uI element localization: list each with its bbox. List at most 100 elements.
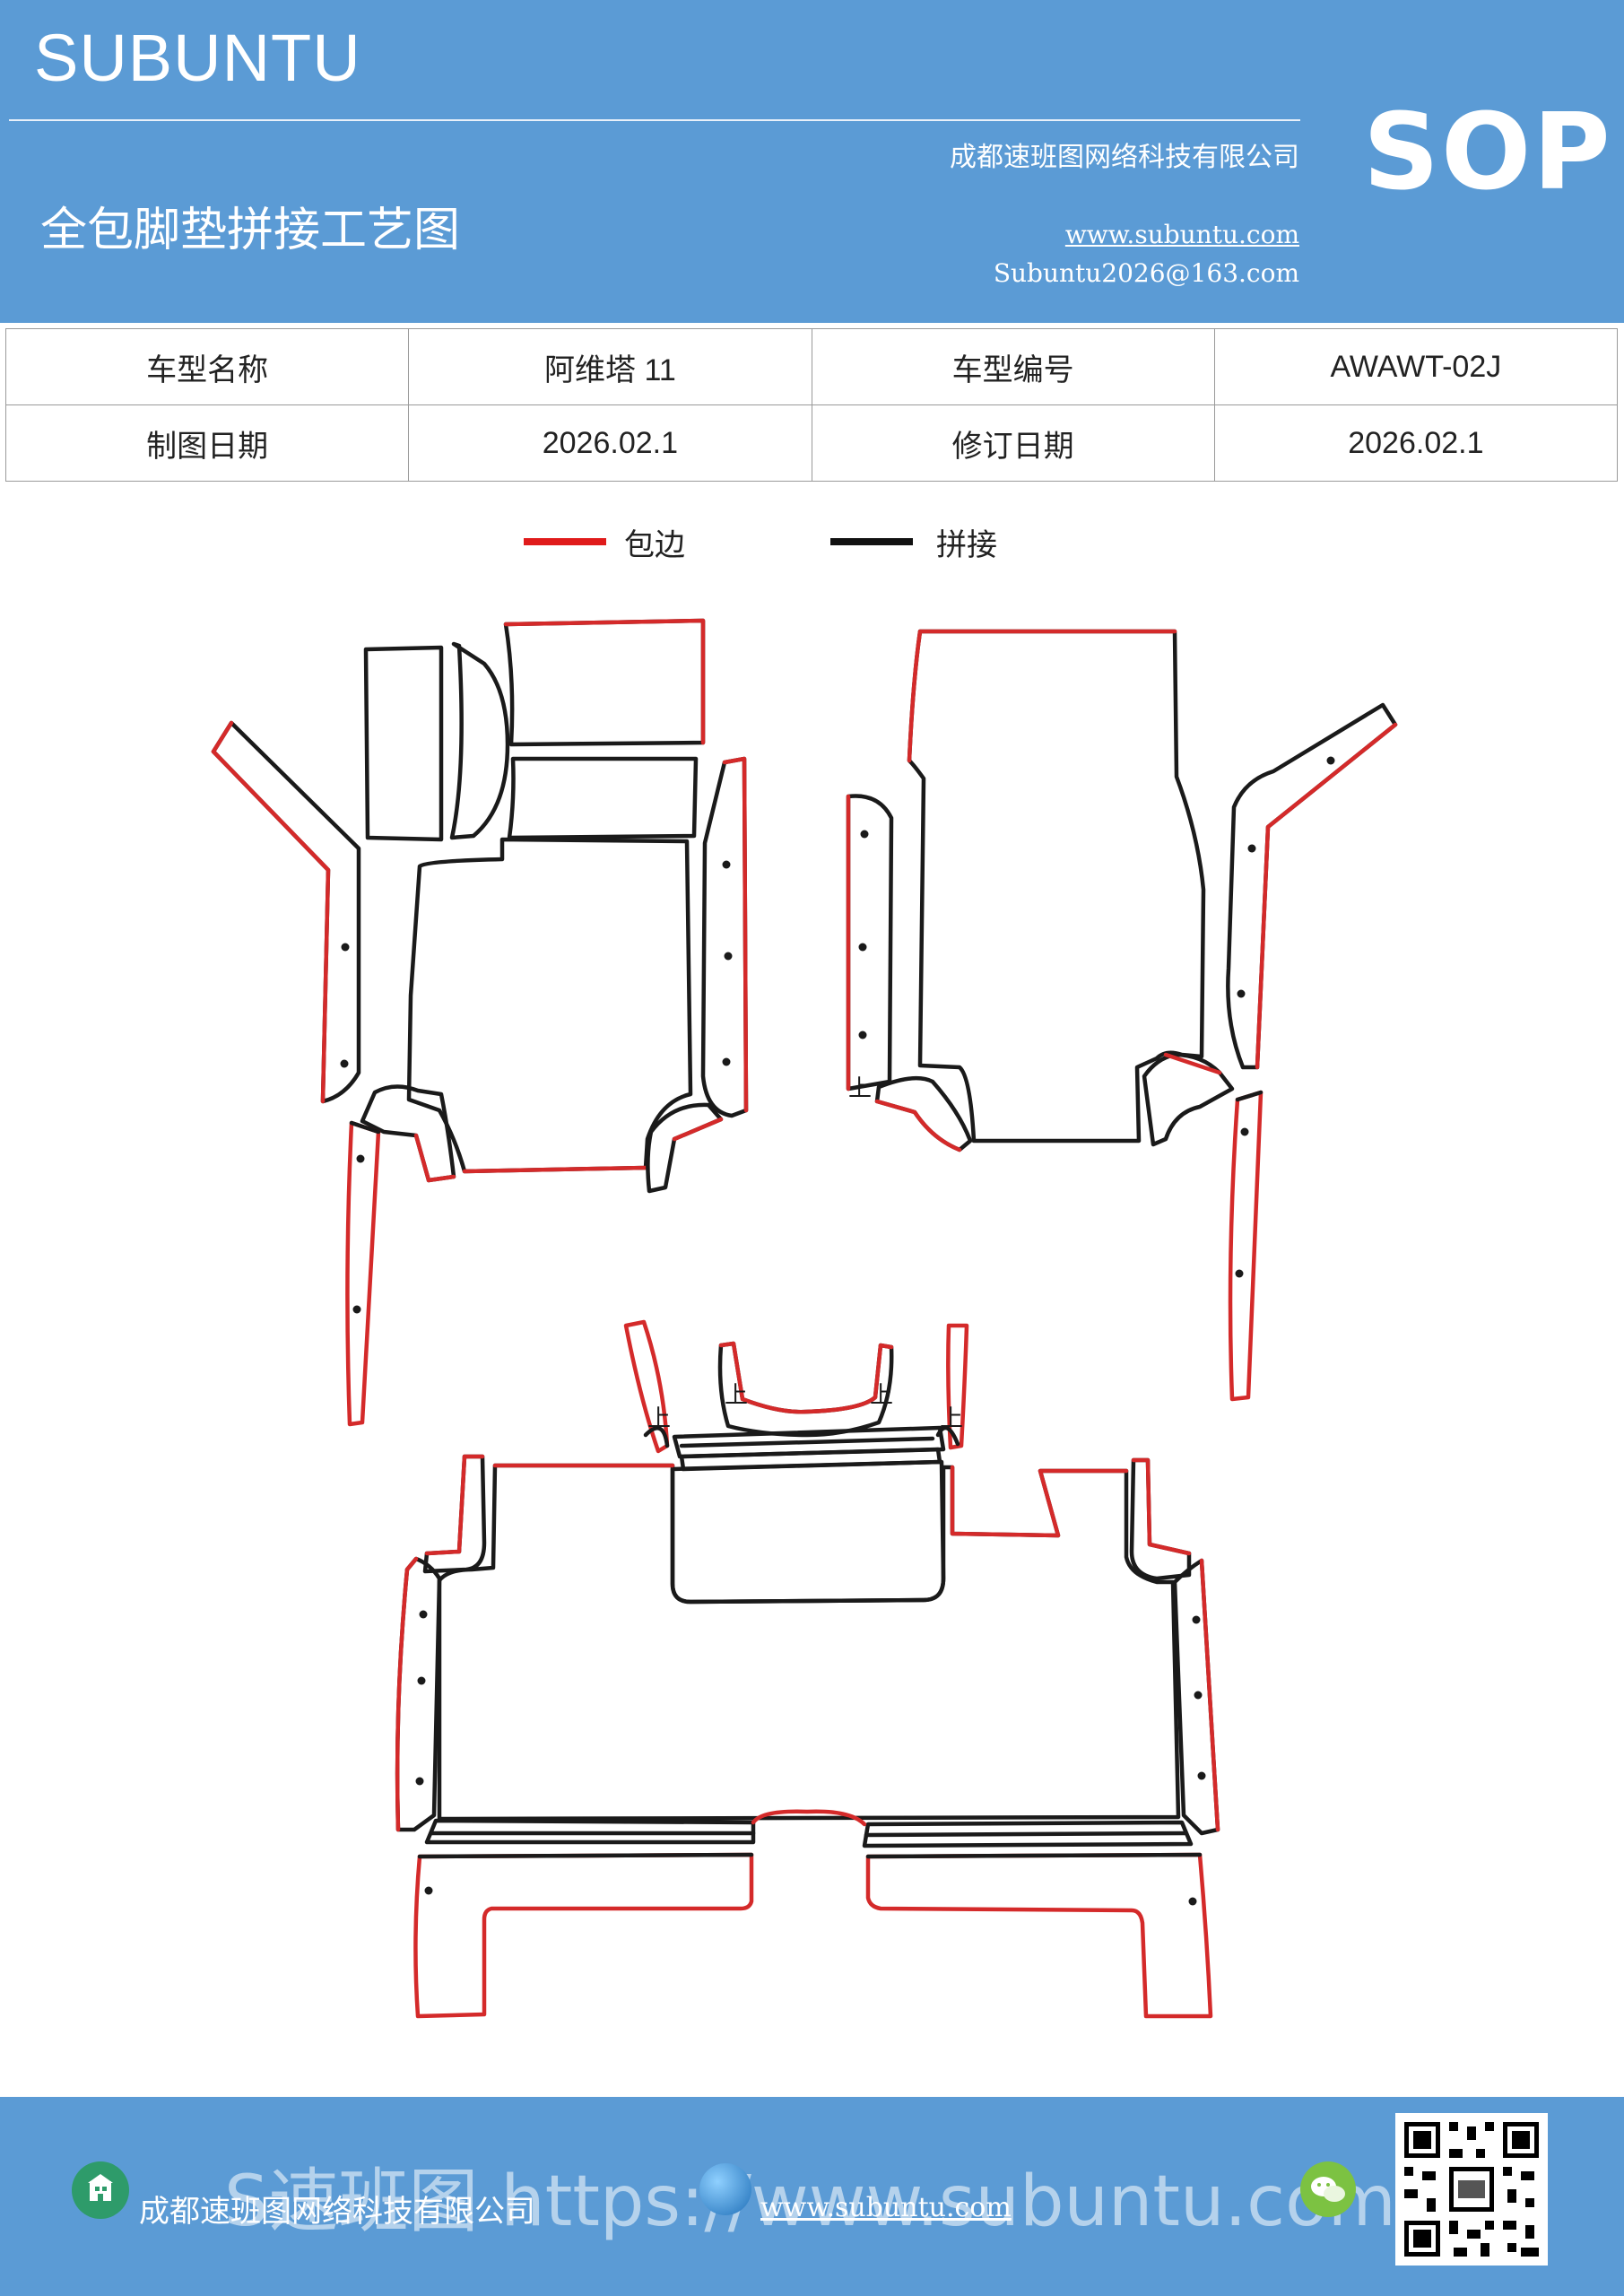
mat-piece [874,1075,973,1152]
footer-website-link[interactable]: www.subuntu.com [760,2192,1012,2223]
fastener-dot [860,830,869,839]
mat-piece [507,756,699,840]
mat-edge [462,1165,648,1174]
website-link[interactable]: www.subuntu.com [1064,220,1299,249]
legend-swatch-black [830,538,913,545]
mat-piece [1129,1457,1192,1581]
legend-label: 拼接 [936,527,997,563]
mat-edge [413,1133,456,1183]
mat-piece [1142,1052,1235,1147]
up-mark: 上 [870,1382,893,1409]
revise-date-value: 2026.02.1 [1213,404,1619,482]
mat-piece [623,1319,670,1454]
legend-swatch-red [524,538,606,545]
fastener-dot [415,1777,424,1786]
fastener-dot [1197,1771,1206,1780]
model-name-value: 阿维塔 11 [408,328,812,405]
mat-piece [1226,702,1398,1070]
company-name: 成都速班图网络科技有限公司 [950,142,1299,173]
up-mark: 上 [848,1075,872,1102]
fastener-dot [1326,756,1335,765]
fastener-dot [858,1031,867,1039]
mat-seam [679,1436,935,1448]
building-icon [72,2161,129,2219]
fastener-dot [1194,1691,1203,1700]
legend-label: 包边 [624,527,685,563]
footer-banner: S速班图 https://www.subuntu.com 成都速班图网络科技有限… [0,2097,1624,2296]
mat-edge [722,756,749,1113]
fastener-dot [340,1059,349,1068]
page-title: 全包脚垫拼接工艺图 [40,204,461,257]
fastener-dot [341,943,350,952]
mat-edge [718,1341,894,1414]
floor-mat-diagram: 上 上 上 上 上 [211,618,1398,2019]
fastener-dot [1240,1127,1249,1136]
mat-seam [349,1120,381,1135]
mat-piece [345,1120,381,1427]
mat-piece [700,756,749,1118]
mat-edge [1199,1558,1220,1832]
mat-piece [437,1463,1181,1822]
fastener-dot [1247,844,1256,853]
mat-piece [1228,1090,1264,1402]
mat-piece [865,1852,1213,2019]
rear-mat: 上 上 上 上 [395,1319,1220,2019]
mat-piece [449,641,510,840]
vehicle-info-table: 车型名称 阿维塔 11 车型编号 AWAWT-02J 制图日期 2026.02.… [4,328,1619,482]
fastener-dot [1237,989,1246,998]
mat-edge [503,618,706,745]
fastener-dot [724,952,733,961]
brand-logo: SUBUNTU [34,21,361,95]
mat-seam [864,1831,1188,1838]
up-mark: 上 [725,1382,748,1409]
mat-piece [503,618,706,747]
up-mark: 上 [647,1405,671,1432]
mat-piece [413,1852,754,2019]
mat-piece [946,1323,969,1450]
fastener-dot [722,1057,731,1066]
mat-seam [865,1852,1203,1859]
watermark-text: S速班图 https://www.subuntu.com [224,2161,1396,2242]
fastener-dot [352,1305,361,1314]
model-code-value: AWAWT-02J [1213,328,1619,405]
front-left-mat [211,618,749,1427]
mat-seam [643,1426,670,1448]
fastener-dot [1235,1269,1244,1278]
header-divider [9,119,1300,121]
mat-edge [907,629,1177,763]
mat-edge [211,720,234,754]
table-row: 车型名称 阿维塔 11 车型编号 AWAWT-02J [4,328,1619,405]
revise-date-label: 修订日期 [811,404,1215,482]
mat-edge [950,1465,1129,1538]
mat-piece [363,645,444,842]
mat-edge [211,749,331,1104]
mat-edge [424,1454,485,1556]
model-code-label: 车型编号 [811,328,1215,405]
footer-company-name: 成都速班图网络科技有限公司 [139,2194,535,2230]
mat-edge [1131,1457,1192,1556]
mat-edge [874,1099,962,1152]
mat-piece [406,837,693,1174]
mat-edge [751,1809,867,1827]
fastener-dot [424,1886,433,1895]
globe-icon [699,2163,751,2215]
mat-edge [395,1556,419,1832]
fastener-dot [417,1676,426,1685]
fastener-dot [1192,1615,1201,1624]
qr-code-icon [1395,2113,1548,2266]
wechat-icon [1300,2161,1356,2217]
sop-badge: SOP [1363,90,1612,213]
fastener-dot [356,1154,365,1163]
fastener-dot [722,860,731,869]
fastener-dot [419,1610,428,1619]
mat-piece [672,1425,946,1459]
mat-edge [1163,1052,1222,1075]
draw-date-value: 2026.02.1 [408,404,812,482]
mat-piece [211,720,361,1104]
up-mark: 上 [940,1405,963,1432]
mat-piece [907,629,1206,1144]
mat-piece [670,1459,946,1605]
model-name-label: 车型名称 [4,328,410,405]
email-link[interactable]: Subuntu2026@163.com [993,258,1299,288]
mat-piece [862,1820,1194,1848]
